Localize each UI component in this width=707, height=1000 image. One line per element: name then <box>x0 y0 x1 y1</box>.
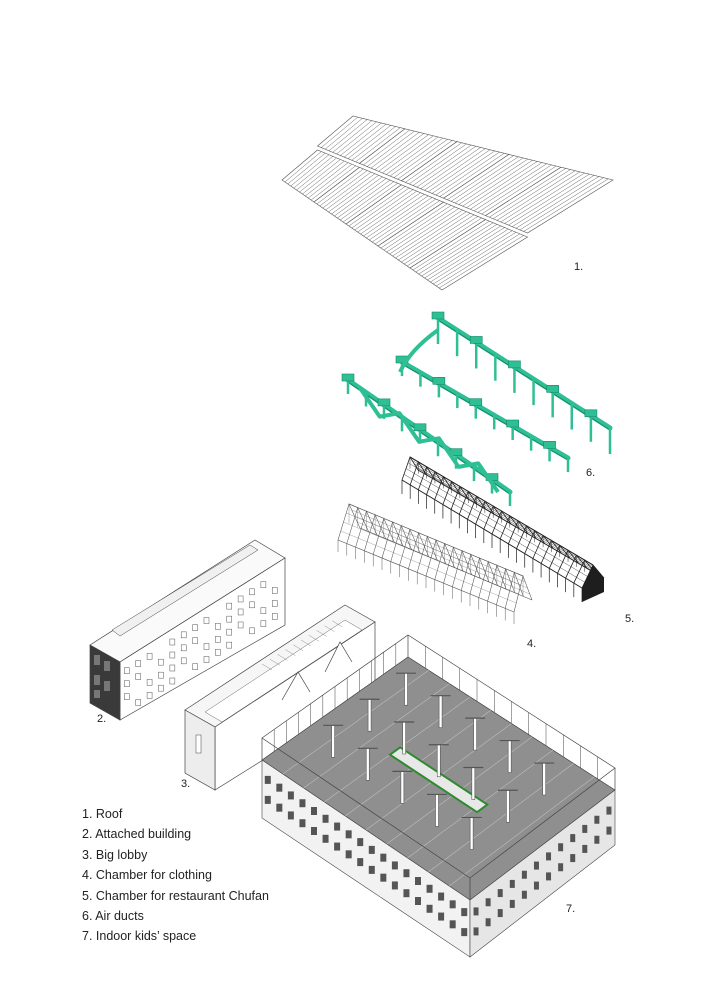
callout-kids-space: 7. <box>566 903 575 915</box>
legend-item-air-ducts: 6. Air ducts <box>82 908 144 923</box>
kids-space-layer <box>261 634 616 958</box>
legend-item-big-lobby: 3. Big lobby <box>82 847 148 862</box>
callout-restaurant-chamber: 5. <box>625 613 634 625</box>
legend-item-kids-space: 7. Indoor kids’ space <box>82 929 197 944</box>
clothing-chamber-layer <box>337 503 533 624</box>
big-lobby-layer <box>184 604 376 791</box>
legend-item-chamber-clothing: 4. Chamber for clothing <box>82 868 212 883</box>
legend-item-attached-building: 2. Attached building <box>82 827 192 842</box>
callout-big-lobby: 3. <box>181 778 190 790</box>
restaurant-chamber-layer <box>401 456 605 602</box>
callout-roof: 1. <box>574 261 583 273</box>
air-ducts-layer <box>341 311 613 506</box>
callout-clothing-chamber: 4. <box>527 638 536 650</box>
roof-layer <box>281 115 614 291</box>
callout-attached-building: 2. <box>97 713 106 725</box>
legend: 1. Roof 2. Attached building 3. Big lobb… <box>82 804 269 947</box>
legend-item-roof: 1. Roof <box>82 807 123 821</box>
callout-air-ducts: 6. <box>586 467 595 479</box>
legend-item-chamber-restaurant: 5. Chamber for restaurant Chufan <box>82 888 269 903</box>
attached-building-layer <box>89 539 286 721</box>
